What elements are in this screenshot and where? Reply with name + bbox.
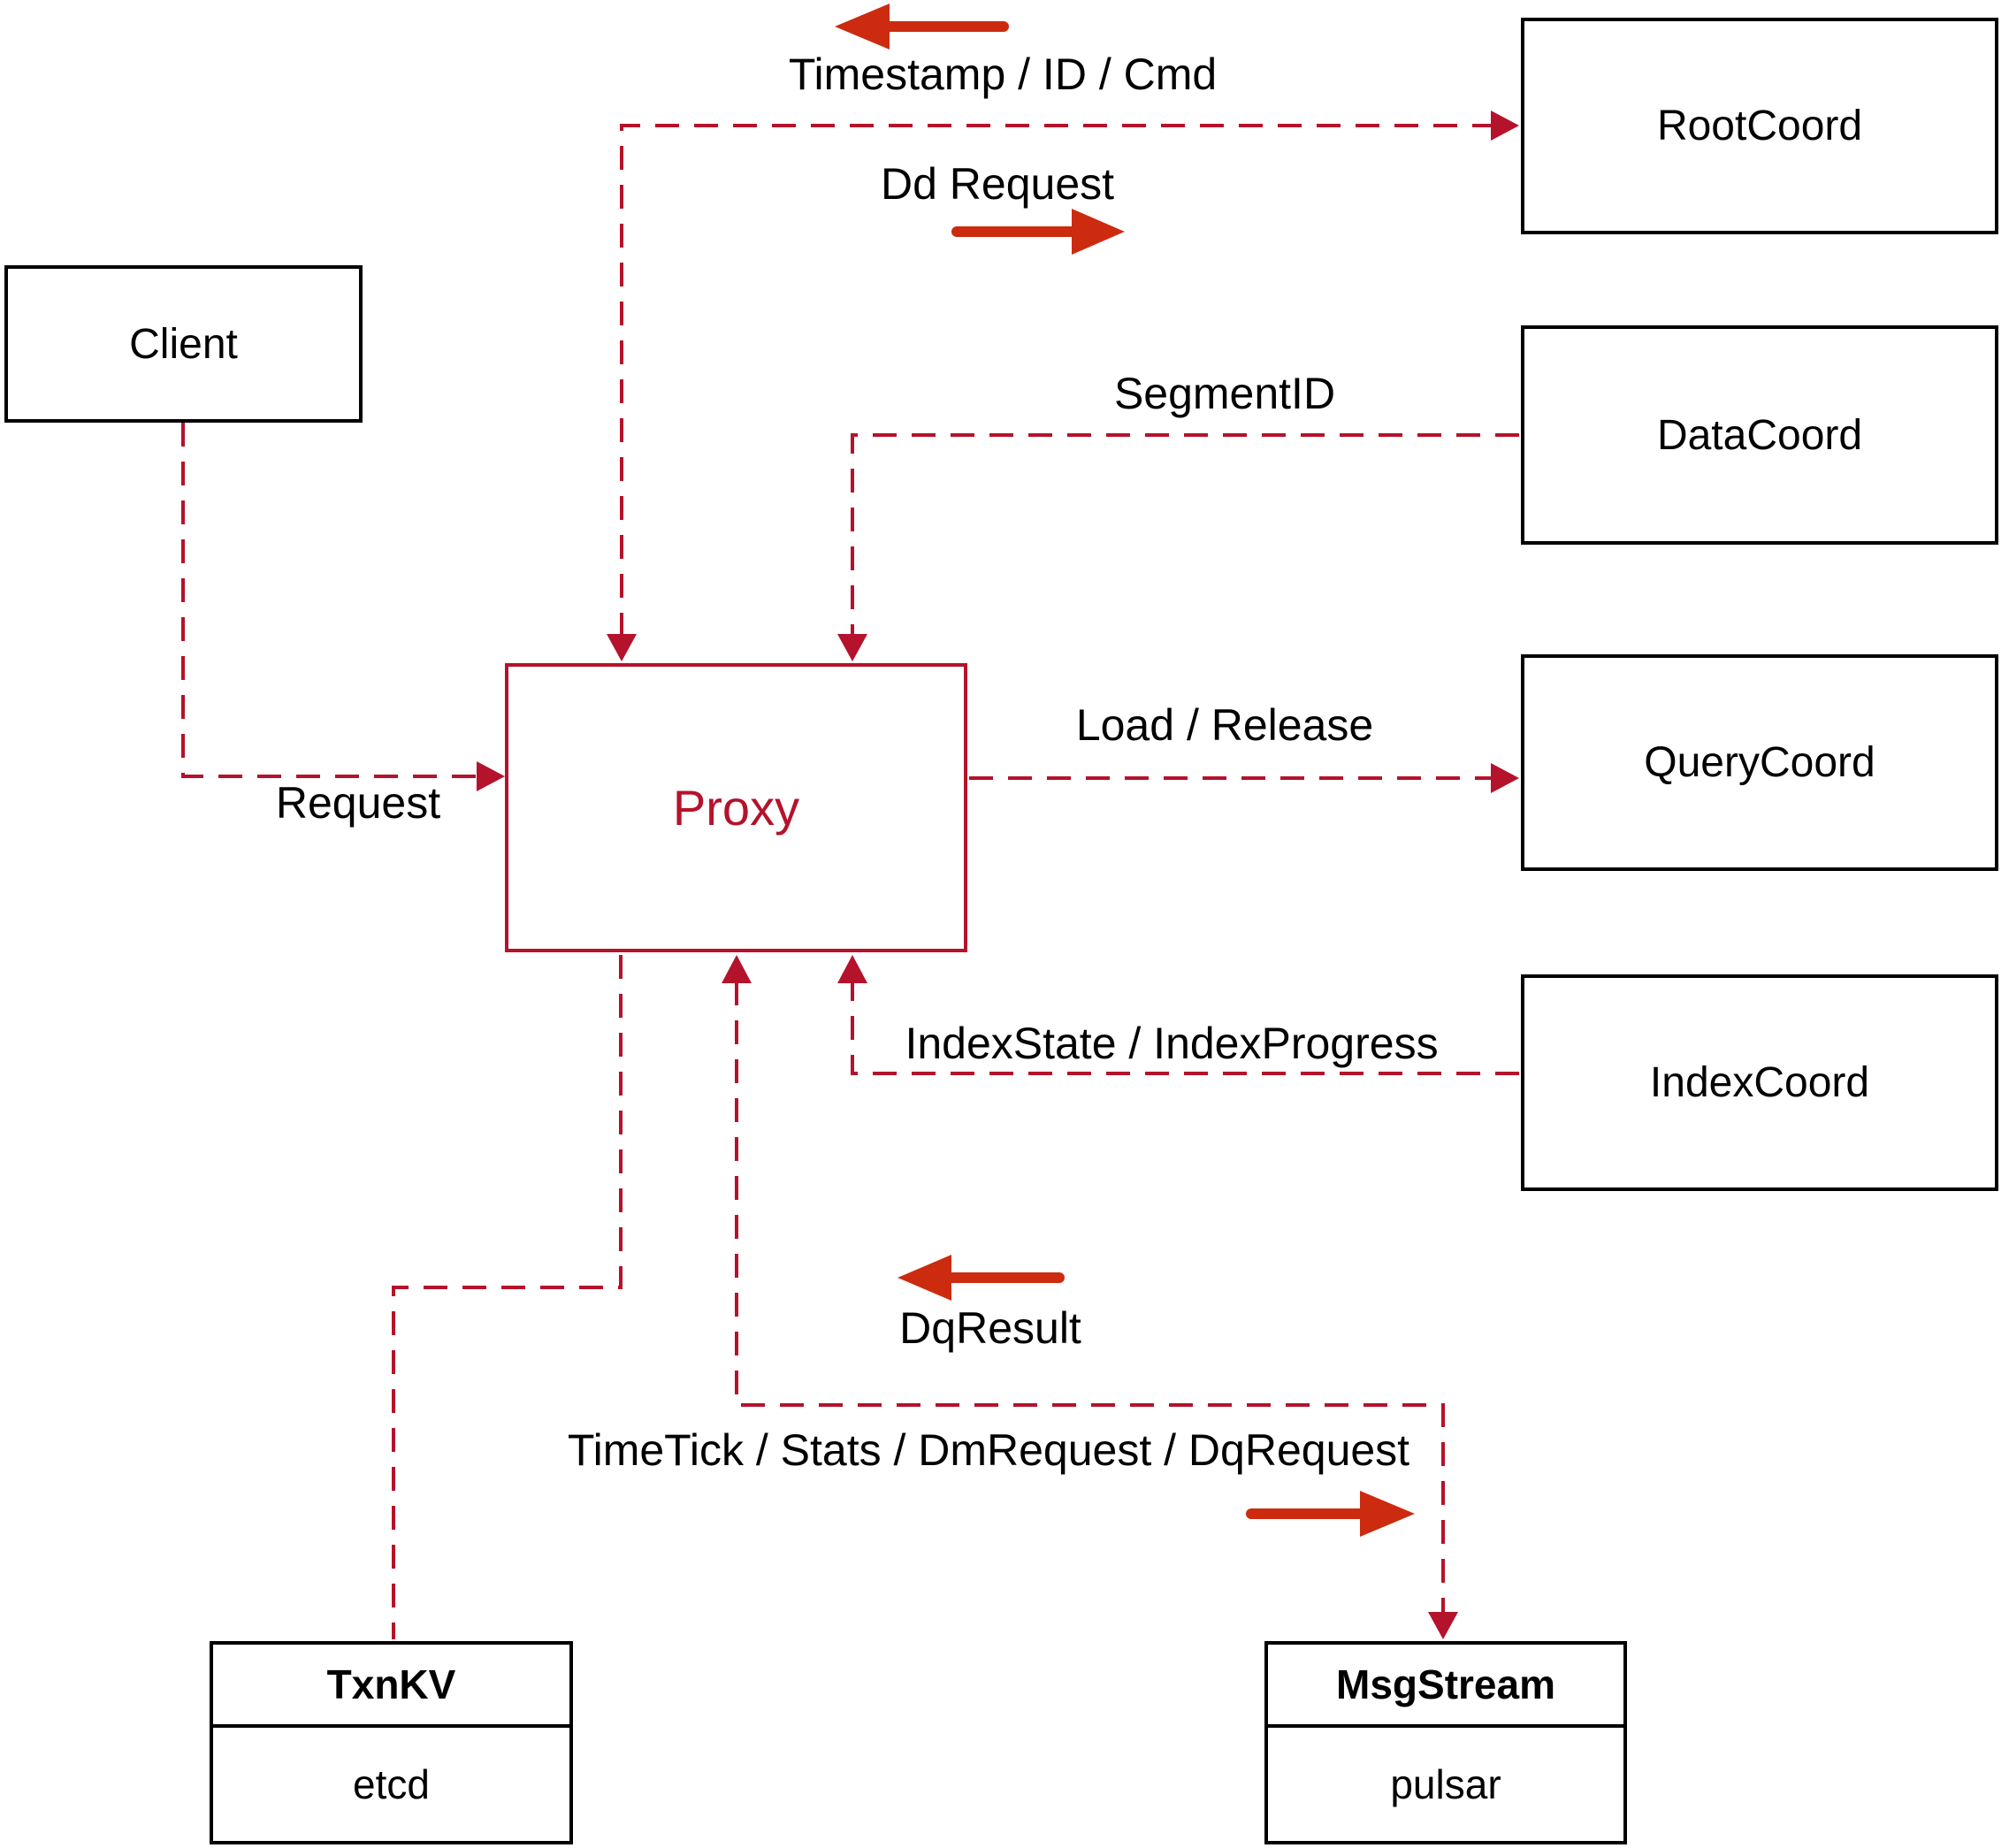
client-label: Client xyxy=(129,320,238,368)
dd-request-label: Dd Request xyxy=(880,159,1115,209)
indexcoord-node: IndexCoord xyxy=(1521,974,1998,1191)
arrowhead-into-rootcoord-icon xyxy=(1491,111,1519,141)
rootcoord-node: RootCoord xyxy=(1521,18,1998,234)
edge-datacoord-to-proxy xyxy=(837,433,1519,661)
txnkv-node: TxnKV etcd xyxy=(210,1641,573,1844)
edge-indexcoord-to-proxy xyxy=(837,955,1519,1075)
load-release-label: Load / Release xyxy=(1075,700,1374,750)
arrowhead-into-proxy-left-icon xyxy=(477,761,505,791)
rootcoord-label: RootCoord xyxy=(1656,103,1863,149)
flow-left-top-head xyxy=(835,4,890,50)
edge-client-to-proxy xyxy=(181,423,505,791)
flow-left-dqresult-head xyxy=(898,1255,951,1301)
edge-client-to-proxy-line xyxy=(181,423,477,778)
edge-proxy-to-querycoord xyxy=(969,763,1519,793)
client-node: Client xyxy=(4,265,363,423)
flow-right-timetick-head xyxy=(1360,1491,1415,1537)
msgstream-body: pulsar xyxy=(1390,1761,1501,1807)
querycoord-node: QueryCoord xyxy=(1521,654,1998,871)
flow-right-dd-request-arrow-icon xyxy=(951,209,1125,255)
edge-proxy-txnkv xyxy=(392,955,623,1639)
dq-result-label: DqResult xyxy=(899,1303,1081,1353)
arrowhead-into-proxy-bottom-right-icon xyxy=(837,955,867,983)
edge-proxy-rootcoord-line xyxy=(620,124,1491,637)
flow-left-dqresult-arrow-icon xyxy=(898,1255,1065,1301)
querycoord-label: QueryCoord xyxy=(1644,739,1875,786)
edge-datacoord-to-proxy-line xyxy=(851,433,1519,637)
arrowhead-into-querycoord-icon xyxy=(1491,763,1519,793)
arrowhead-into-proxy-top-right-icon xyxy=(837,634,867,661)
edge-proxy-txnkv-line xyxy=(392,955,623,1639)
index-state-progress-label: IndexState / IndexProgress xyxy=(905,1019,1439,1068)
proxy-label: Proxy xyxy=(672,780,800,836)
flow-right-dd-head xyxy=(1072,209,1125,255)
flow-right-timetick-arrow-icon xyxy=(1246,1491,1415,1537)
segment-id-label: SegmentID xyxy=(1113,369,1336,418)
msgstream-node: MsgStream pulsar xyxy=(1264,1641,1627,1844)
datacoord-label: DataCoord xyxy=(1656,411,1863,459)
timestamp-id-cmd-label: Timestamp / ID / Cmd xyxy=(788,50,1218,99)
datacoord-node: DataCoord xyxy=(1521,325,1998,545)
txnkv-title: TxnKV xyxy=(213,1645,569,1728)
proxy-node: Proxy xyxy=(505,663,967,952)
edge-proxy-rootcoord xyxy=(607,111,1519,661)
request-label: Request xyxy=(275,778,441,828)
edge-proxy-msgstream-line xyxy=(735,981,1445,1613)
arrowhead-into-msgstream-icon xyxy=(1428,1612,1458,1639)
arrowhead-into-proxy-bottom-center-icon xyxy=(722,955,752,983)
timetick-stats-label: TimeTick / Stats / DmRequest / DqRequest xyxy=(567,1425,1410,1475)
indexcoord-label: IndexCoord xyxy=(1649,1059,1870,1106)
edge-proxy-msgstream xyxy=(722,955,1458,1639)
flow-left-top-arrow-icon xyxy=(835,4,1009,50)
txnkv-body: etcd xyxy=(353,1761,430,1807)
msgstream-title: MsgStream xyxy=(1268,1645,1623,1728)
arrowhead-into-proxy-top-left-icon xyxy=(607,634,637,661)
edge-indexcoord-to-proxy-line xyxy=(851,981,1519,1075)
